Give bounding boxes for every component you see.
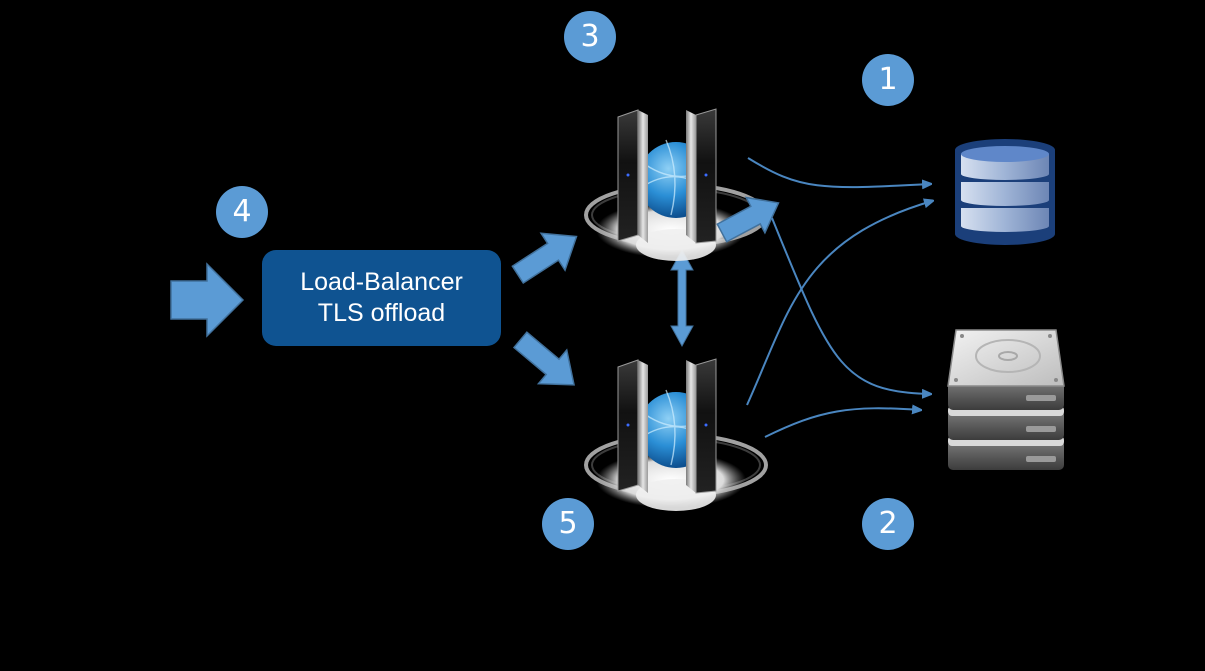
connector-server-bottom-to-storage [764, 408, 920, 438]
connector-server-top-to-storage [771, 217, 930, 394]
connector-server-bottom-to-db [746, 201, 932, 406]
load-balancer-label: Load-Balancer [300, 268, 463, 296]
step-badge-5: 5 [542, 498, 594, 550]
web-server-bottom-icon [584, 357, 768, 513]
connector-server-top-to-db [747, 157, 930, 187]
step-badge-4: 4 [216, 186, 268, 238]
tls-offload-label: TLS offload [317, 299, 446, 327]
web-server-top-icon [584, 107, 768, 263]
step-badge-1: 1 [862, 54, 914, 106]
input-arrow [170, 262, 245, 338]
step-badge-2: 2 [862, 498, 914, 550]
server-top-to-db-arrow [716, 196, 780, 243]
load-balancer-box: Load-Balancer TLS offload [262, 250, 501, 346]
lb-to-server-bottom-arrow [512, 331, 575, 386]
database-icon [955, 139, 1055, 245]
server-sync-arrow [670, 248, 694, 348]
lb-to-server-top-arrow [511, 232, 578, 285]
step-badge-3: 3 [564, 11, 616, 63]
storage-hard-drive-stack-icon [947, 329, 1065, 470]
